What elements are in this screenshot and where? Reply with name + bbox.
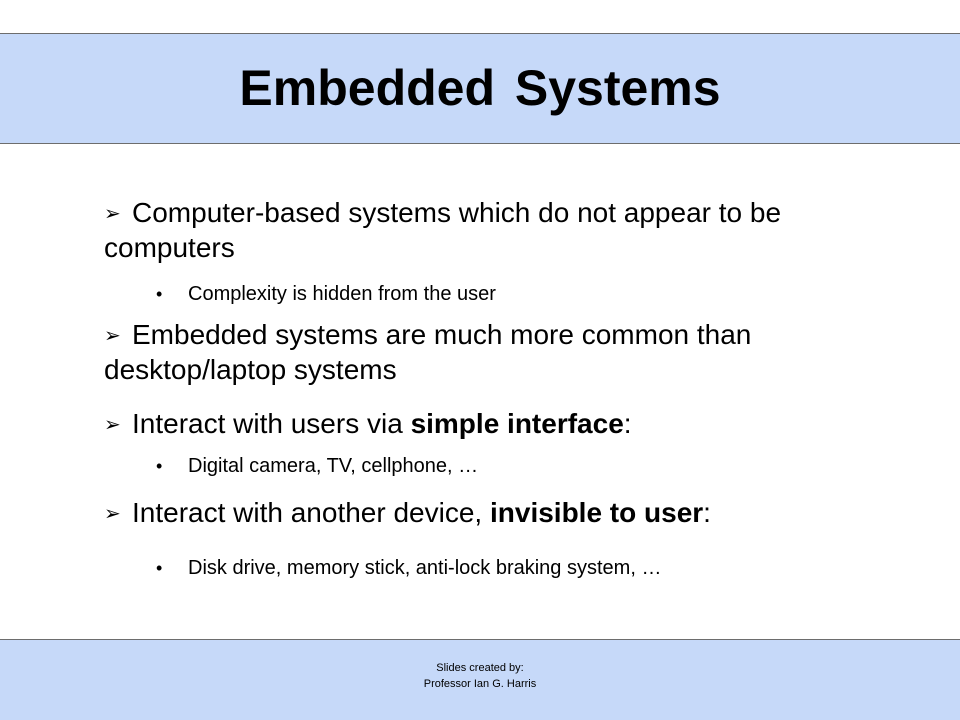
- sub-bullet-3-1: • Digital camera, TV, cellphone, …: [156, 454, 876, 478]
- bullet-4-text-before: Interact with another device,: [132, 497, 490, 528]
- arrow-bullet-icon: ➢: [104, 503, 121, 525]
- slide-title: Embedded Systems: [239, 60, 721, 116]
- arrow-bullet-icon: ➢: [104, 414, 121, 436]
- arrow-bullet-icon: ➢: [104, 203, 121, 225]
- bullet-3-text-after: :: [623, 408, 632, 439]
- sub-bullet-1-1: • Complexity is hidden from the user: [156, 282, 876, 306]
- bullet-4-text-bold: invisible to user: [489, 497, 704, 528]
- bullet-4-text-after: :: [703, 497, 711, 528]
- footer-line-1: Slides created by:: [436, 662, 524, 674]
- sub-bullet-1-1-text: Complexity is hidden from the user: [188, 283, 496, 305]
- bullet-3: ➢ Interact with users via simple interfac…: [104, 407, 884, 442]
- arrow-bullet-icon: ➢: [104, 325, 121, 347]
- bullet-4: ➢ Interact with another device, invisible…: [104, 496, 884, 531]
- bullet-3-text-bold: simple interface: [410, 408, 624, 439]
- bullet-2-text: Embedded systems are much more common th…: [104, 319, 752, 385]
- sub-bullet-4-1: • Disk drive, memory stick, anti-lock bra…: [156, 556, 876, 580]
- footer-credit: Slides created by: Professor Ian G. Harr…: [0, 660, 960, 692]
- sub-bullet-3-1-text: Digital camera, TV, cellphone, …: [188, 455, 479, 477]
- dot-bullet-icon: •: [156, 456, 163, 476]
- dot-bullet-icon: •: [156, 558, 163, 578]
- sub-bullet-4-1-text: Disk drive, memory stick, anti-lock brak…: [188, 557, 662, 579]
- bullet-2: ➢Embedded systems are much more common t…: [104, 318, 884, 386]
- dot-bullet-icon: •: [156, 284, 163, 304]
- bullet-1: ➢Computer-based systems which do not app…: [104, 196, 884, 264]
- footer-band: [0, 639, 960, 720]
- title-band: [0, 33, 960, 144]
- bullet-1-text: Computer-based systems which do not appe…: [104, 197, 782, 263]
- bullet-3-text-before: Interact with users via: [132, 408, 411, 439]
- footer-line-2: Professor Ian G. Harris: [423, 678, 537, 690]
